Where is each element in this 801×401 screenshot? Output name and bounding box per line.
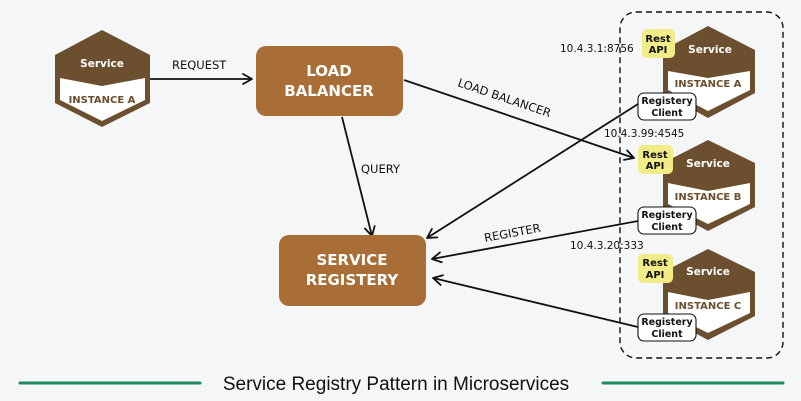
service-instance-b[interactable]: 10.4.3.99:4545 Service INSTANCE B Rest A… [604,128,755,235]
rest-api-badge [638,254,673,283]
register-arrow-c [432,274,639,328]
service-registry-line1: SERVICE [316,251,387,269]
service-registry-line2: REGISTERY [306,271,400,289]
load-balancer-arrow [403,79,635,161]
registry-client-line1: Registery [641,96,693,107]
instance-c-registry-client[interactable]: Registery Client [637,313,697,342]
load-balancer-line2: BALANCER [284,82,374,100]
instance-c-rest-api[interactable]: Rest API [638,254,673,283]
registry-client-line1: Registery [641,317,693,328]
load-balancer-line1: LOAD [306,62,351,80]
instance-b-name: INSTANCE B [675,192,742,203]
request-label: REQUEST [172,58,227,72]
instance-b-address: 10.4.3.99:4545 [604,128,684,140]
instance-a-name: INSTANCE A [675,79,742,90]
rest-api-badge [642,29,675,58]
instance-a-address: 10.4.3.1:8756 [560,43,634,55]
registry-client-line2: Client [651,222,683,233]
instance-a-registry-client[interactable]: Registery Client [637,92,697,121]
registry-client-line2: Client [651,108,683,119]
instances-container [619,11,784,359]
service-instance-a[interactable]: 10.4.3.1:8756 Service INSTANCE A Rest AP… [560,26,755,121]
client-service-instance: INSTANCE A [69,95,136,106]
service-instance-c[interactable]: 10.4.3.20:333 Service INSTANCE C Rest AP… [570,240,755,342]
rest-api-line2: API [649,45,668,56]
register-label: REGISTER [483,221,542,245]
client-hex-inner [60,78,145,121]
instance-b-registry-client[interactable]: Registery Client [637,206,697,235]
query-arrow [341,116,376,237]
rest-api-line1: Rest [642,150,667,161]
load-balancer-box[interactable]: LOAD BALANCER [256,46,403,116]
query-label: QUERY [361,162,401,176]
instance-c-name: INSTANCE C [675,301,741,312]
registry-client-box [637,206,697,235]
register-arrow-a [426,103,639,239]
registry-client-box [637,92,697,121]
load-balancer-rect [256,46,403,116]
rest-api-line2: API [646,270,665,281]
instance-b-rest-api[interactable]: Rest API [638,145,673,174]
caption-title: Service Registry Pattern in Microservice… [223,374,569,395]
registry-client-line1: Registery [641,210,693,221]
client-service-instance-a[interactable]: Service INSTANCE A [55,30,150,127]
register-arrow-b [431,220,639,264]
rest-api-badge [638,145,673,174]
instance-c-address: 10.4.3.20:333 [570,240,644,252]
service-registry-box[interactable]: SERVICE REGISTERY [279,235,426,306]
registry-client-line2: Client [651,329,683,340]
rest-api-line1: Rest [645,34,670,45]
rest-api-line1: Rest [642,258,667,269]
registry-client-box [637,313,697,342]
instance-a-hex-inner [668,71,750,111]
instance-a-title: Service [688,44,732,56]
instance-a-rest-api[interactable]: Rest API [642,29,675,58]
client-service-title: Service [80,58,124,70]
instance-b-title: Service [686,158,730,170]
rest-api-line2: API [646,161,665,172]
service-registry-rect [279,235,426,306]
instance-c-title: Service [686,266,730,278]
